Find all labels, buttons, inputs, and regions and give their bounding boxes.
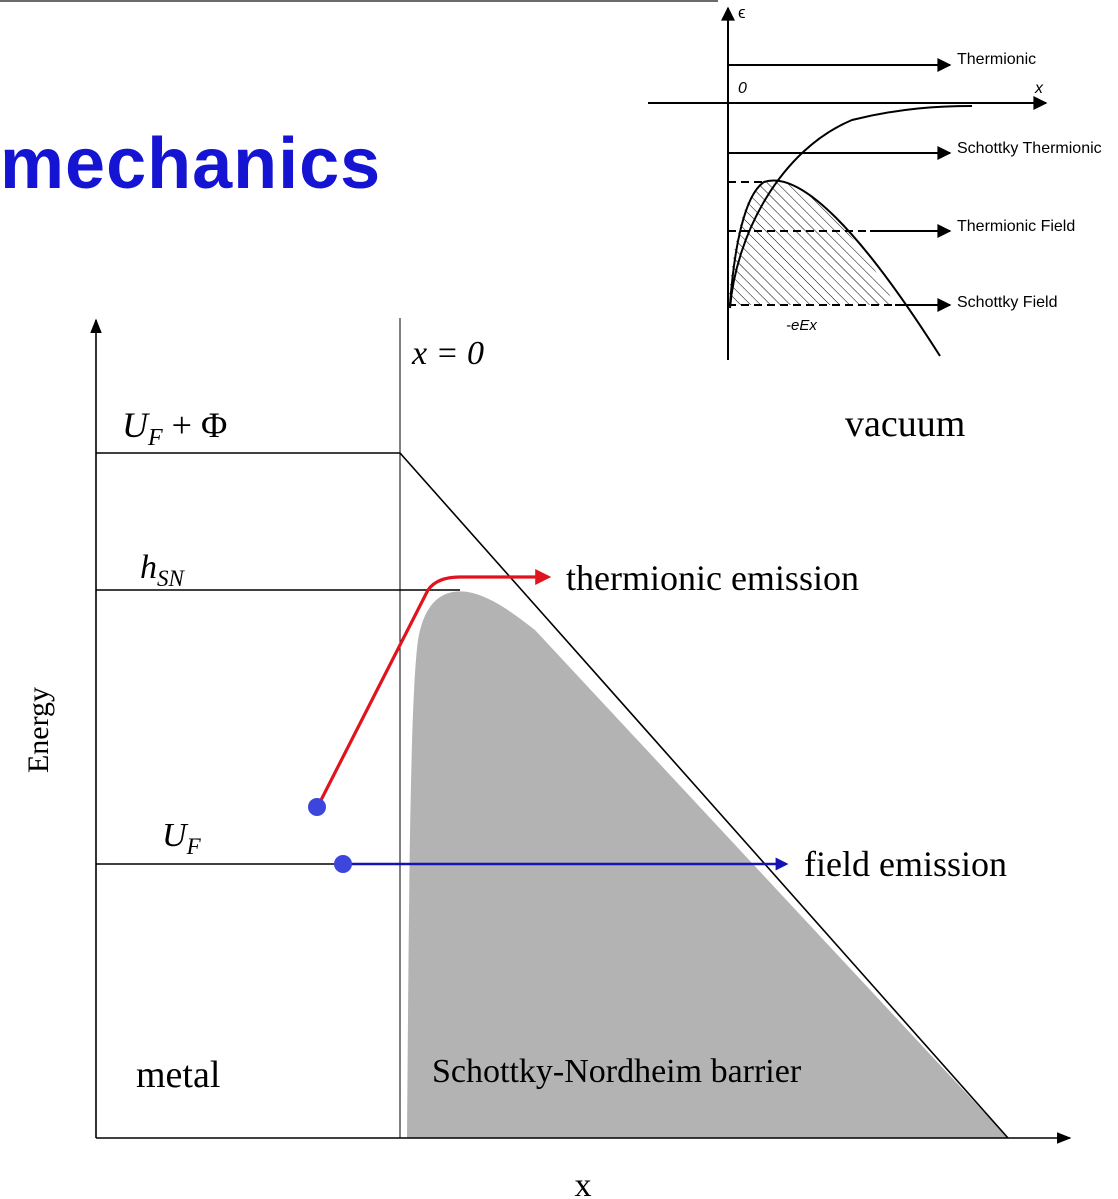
energy-axis-label: Energy (22, 687, 55, 773)
slide-title: mechanics (0, 124, 382, 204)
inset-label-thermionic-field: Thermionic Field (957, 218, 1075, 235)
barrier-label: Schottky-Nordheim barrier (432, 1053, 802, 1090)
inset-label-thermionic: Thermionic (957, 51, 1036, 68)
thermionic-electron-dot (308, 798, 326, 816)
thermionic-path (316, 569, 552, 807)
inset-barrier-curve (729, 179, 941, 357)
inset-x-label: x (1034, 80, 1044, 97)
barrier-peak-label: hSN (140, 549, 186, 591)
inset-image-potential-curve (729, 105, 973, 309)
vacuum-region-label: vacuum (845, 403, 965, 445)
inset-diagram: ϵ 0 x Thermionic Schottky Thermionic The… (648, 0, 1118, 368)
inset-label-schottky-thermionic: Schottky Thermionic (957, 140, 1102, 157)
applied-potential-line (399, 452, 1009, 1139)
inset-hatched-region (728, 180, 895, 305)
thermionic-emission-label: thermionic emission (566, 558, 859, 598)
field-electron-dot (334, 855, 352, 873)
inset-epsilon-label: ϵ (738, 3, 746, 22)
slide-top-border (0, 0, 1118, 2)
inset-potential-label: -eEx (786, 317, 817, 334)
metal-region-label: metal (136, 1054, 220, 1096)
position-axis-label: x (575, 1167, 592, 1199)
field-emission-label: field emission (804, 844, 1007, 884)
inset-label-schottky-field: Schottky Field (957, 294, 1057, 311)
inset-origin-label: 0 (738, 80, 747, 97)
fermi-level-label: UF (162, 817, 202, 859)
vacuum-level-label: UF + Φ (122, 405, 227, 451)
origin-label: x = 0 (411, 335, 484, 372)
